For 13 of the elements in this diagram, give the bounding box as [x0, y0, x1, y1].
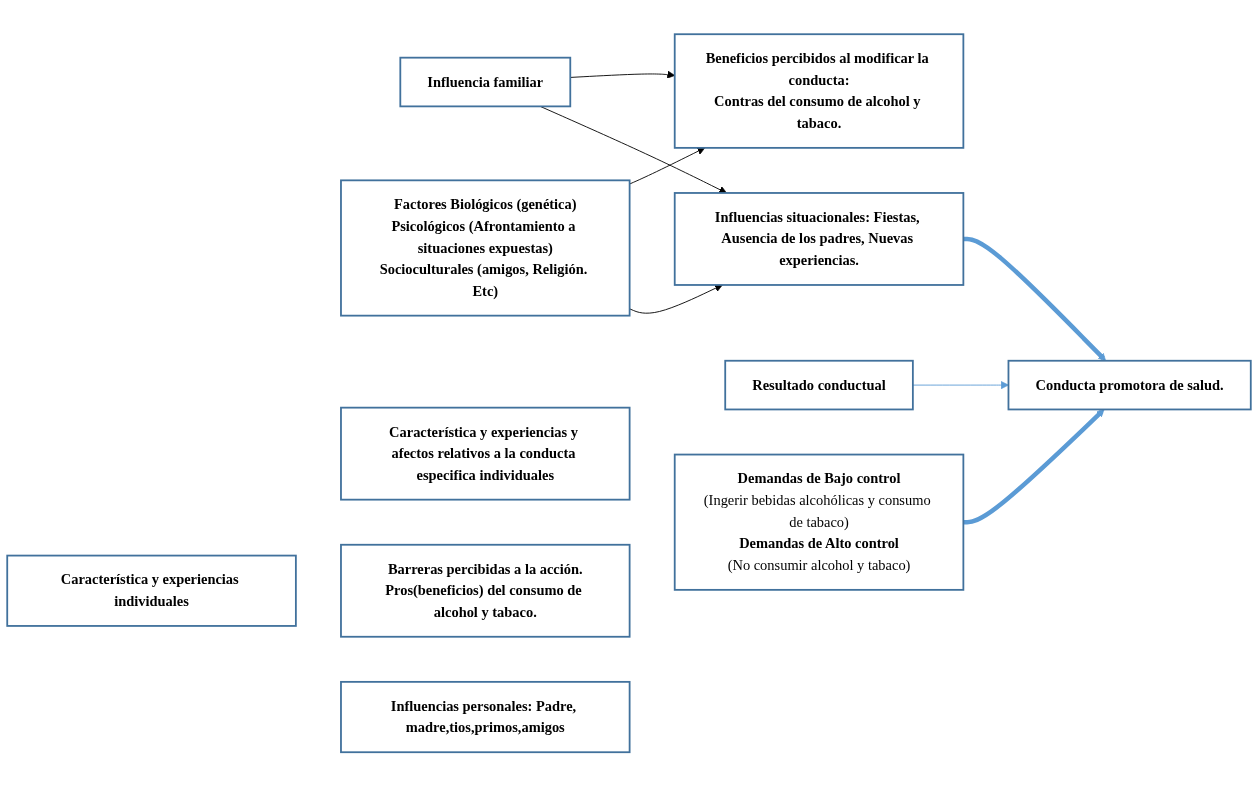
node-box: Beneficios percibidos al modificar la conducta: Contras del consumo de alcohol y tabaco.	[673, 33, 965, 150]
node-box: Barreras percibidas a la acción. Pros(beneficios) del consumo de alcohol y tabaco.	[340, 544, 631, 638]
node-box: Resultado conductual	[724, 360, 914, 411]
arrow	[963, 409, 1105, 525]
node-box: Característica y experiencias y afectos relativos a la conducta especifica individuales	[340, 407, 631, 501]
node-box: Influencias situacionales: Fiestas, Ausencia de los padres, Nuevas experiencias.	[673, 192, 965, 287]
node-box: Influencia familiar	[399, 57, 572, 108]
arrow	[963, 237, 1107, 362]
node-box: Factores Biológicos (genética) Psicológicos (Afrontamiento a situaciones expuestas) Socioculturales (amigos, Religión. Etc)	[340, 179, 631, 317]
node-box: Demandas de Bajo control (Ingerir bebidas alcohólicas y consumo de tabaco) Demandas de Alto control (No consumir alcohol y tabaco)	[673, 453, 965, 592]
node-box: Influencias personales: Padre, madre,tios,primos,amigos	[340, 681, 631, 754]
node-box: Conducta promotora de salud.	[1007, 360, 1252, 411]
node-box: Característica y experiencias individuales	[6, 554, 297, 628]
